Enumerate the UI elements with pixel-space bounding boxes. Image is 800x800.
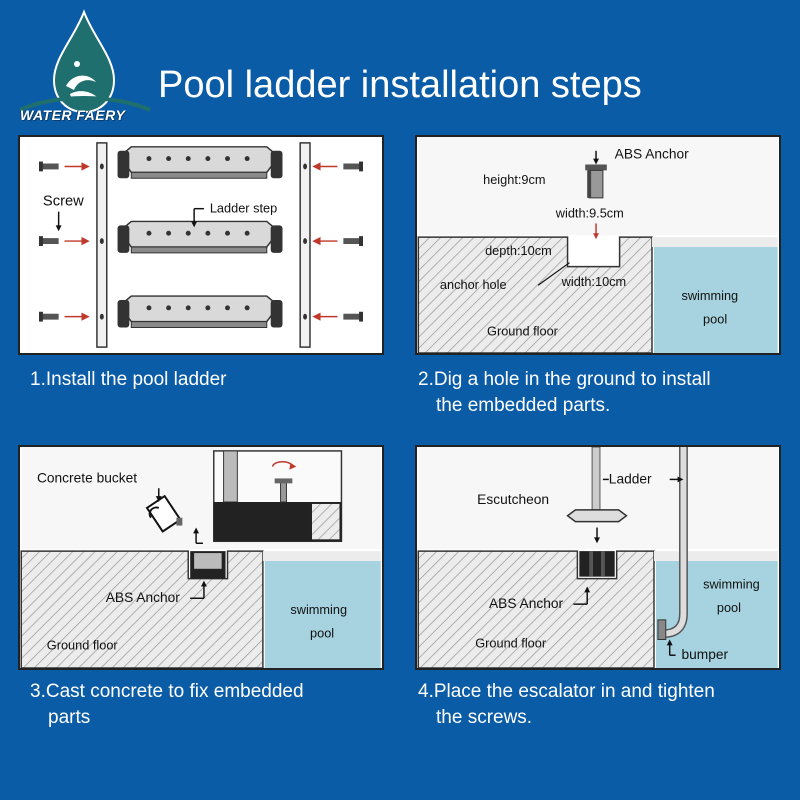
ladder-label: Ladder (609, 471, 652, 486)
ground-floor-label: Ground floor (487, 323, 559, 338)
page-title: Pool ladder installation steps (158, 64, 642, 106)
anchor-hole-label: anchor hole (440, 277, 507, 292)
step2-caption: 2.Dig a hole in the ground to install th… (418, 367, 711, 419)
ladder-tube (591, 447, 601, 511)
pool-label-2: pool (310, 626, 334, 641)
detail-inset (213, 450, 343, 543)
ground (20, 550, 264, 668)
abs-anchor-label: ABS Anchor (615, 147, 689, 162)
pool-water (653, 246, 778, 353)
ground (417, 550, 655, 668)
step3-caption: 3.Cast concrete to fix embedded parts (30, 679, 304, 731)
step3-illustration: Concrete bucket ABS Anchor Ground floor … (20, 447, 381, 668)
right-post (299, 142, 311, 348)
step4-caption: 4.Place the escalator in and tighten the… (418, 679, 715, 731)
abs-anchor-label: ABS Anchor (106, 590, 181, 605)
bumper-label: bumper (681, 647, 728, 662)
anchor-width-label: width:9.5cm (555, 206, 624, 221)
ladder-step-1 (117, 146, 283, 179)
hole-width-label: width:10cm (561, 274, 627, 289)
depth-label: depth:10cm (485, 243, 552, 258)
step2-panel: ABS Anchor height:9cm width:9.5cm depth:… (415, 135, 781, 355)
pool-label-1: swimming (290, 602, 347, 617)
step1-illustration: Screw Ladder step (39, 142, 363, 348)
pool-water (655, 560, 778, 668)
step1-caption-line1: 1.Install the pool ladder (30, 369, 227, 390)
step3-caption-line2: parts (48, 707, 91, 728)
abs-anchor-icon (585, 164, 607, 199)
left-post (96, 142, 108, 348)
pool-label-2: pool (717, 600, 741, 615)
step3-caption-line1: 3.Cast concrete to fix embedded (30, 681, 304, 702)
ladder-step-label: Ladder step (210, 201, 277, 216)
step1-panel: Screw Ladder step (18, 135, 384, 355)
pool-label-1: swimming (681, 288, 738, 303)
step1-caption: 1.Install the pool ladder (30, 367, 226, 393)
escutcheon-icon (566, 509, 628, 523)
escutcheon-label: Escutcheon (477, 492, 549, 507)
step4-caption-line2: the screws. (436, 707, 533, 728)
ground-floor-label: Ground floor (47, 637, 119, 652)
screw-icon (39, 161, 59, 322)
step4-illustration: Ladder Escutcheon ABS Anchor Ground floo… (417, 447, 778, 668)
pool-label-1: swimming (703, 576, 760, 591)
ground (417, 236, 653, 353)
step4-caption-line1: 4.Place the escalator in and tighten (418, 681, 715, 702)
step2-illustration: ABS Anchor height:9cm width:9.5cm depth:… (417, 137, 778, 353)
brand-name: WATER FAERY (20, 107, 126, 123)
height-label: height:9cm (483, 172, 545, 187)
ground-floor-label: Ground floor (475, 635, 547, 650)
pool-label-2: pool (703, 312, 727, 327)
abs-anchor-icon (579, 551, 615, 577)
water-faery-logo (19, 9, 151, 114)
bumper-icon (657, 619, 667, 641)
pool-water (264, 560, 381, 668)
step2-caption-line2: the embedded parts. (436, 395, 611, 416)
step2-caption-line1: 2.Dig a hole in the ground to install (418, 369, 711, 390)
concrete-bucket-label: Concrete bucket (37, 470, 137, 485)
ladder-step-3 (117, 295, 283, 328)
step3-panel: Concrete bucket ABS Anchor Ground floor … (18, 445, 384, 670)
abs-anchor-label: ABS Anchor (489, 596, 564, 611)
ladder-step-2 (117, 220, 283, 254)
step4-panel: Ladder Escutcheon ABS Anchor Ground floo… (415, 445, 781, 670)
screw-label: Screw (43, 194, 84, 210)
